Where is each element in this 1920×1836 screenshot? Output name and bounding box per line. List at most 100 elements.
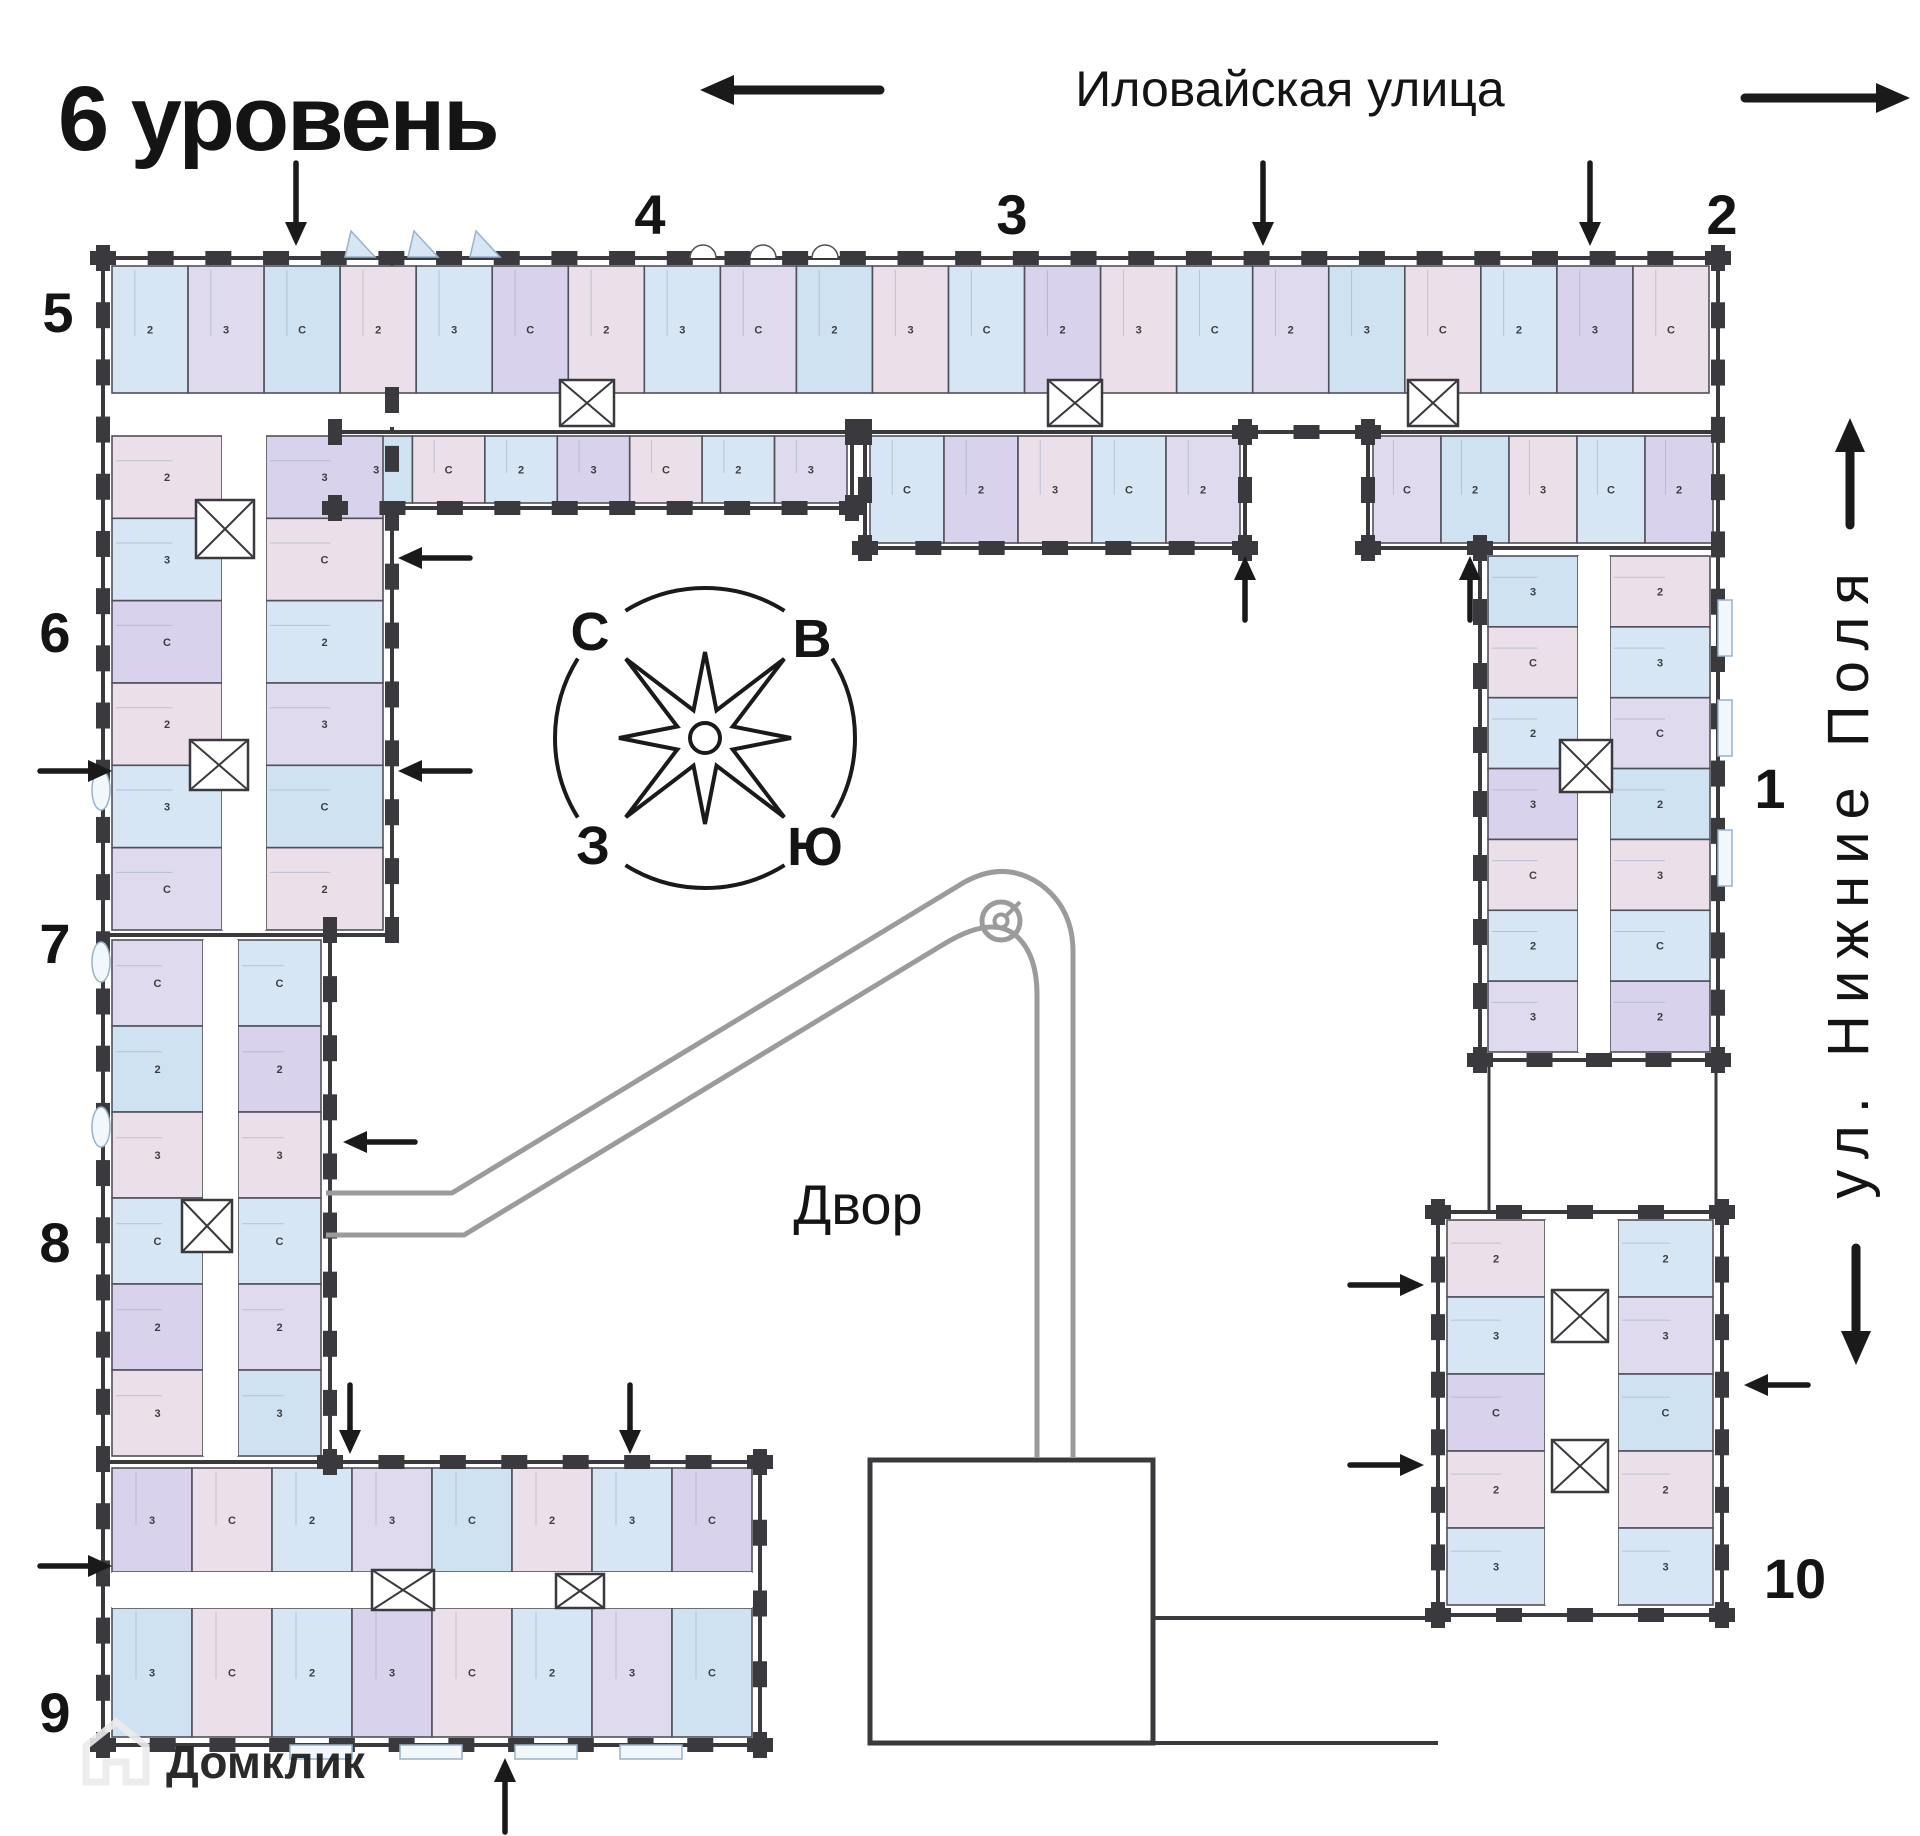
- apartment-unit: [671, 1607, 753, 1738]
- wall-pilaster: [1473, 535, 1487, 561]
- wall-pilaster: [1638, 1608, 1664, 1622]
- apartment-unit: [351, 1607, 433, 1738]
- wall-pilaster: [96, 1503, 110, 1530]
- apartment-unit: [1617, 1373, 1714, 1452]
- compass-east-label: В: [793, 609, 832, 669]
- compass-south-label: Ю: [787, 817, 843, 877]
- balcony-sail: [344, 229, 377, 258]
- unit-type-label: С: [1439, 325, 1447, 337]
- unit-type-label: 2: [154, 1322, 160, 1334]
- wall-pilaster: [328, 419, 342, 445]
- unit-type-label: С: [1529, 657, 1537, 669]
- apartment-unit: [1609, 767, 1711, 841]
- elevator-core-cross: [1559, 739, 1613, 793]
- entrance-arrow-s10-east: [1744, 1374, 1811, 1396]
- wall-pilaster: [269, 1738, 296, 1752]
- unit-type-label: 2: [1472, 485, 1478, 497]
- unit-type-label: 2: [1493, 1254, 1499, 1266]
- apartment-unit: [795, 265, 874, 394]
- wall-pilaster: [1715, 1199, 1729, 1225]
- unit-type-label: 2: [549, 1668, 555, 1680]
- unit-type-label: 3: [1136, 325, 1142, 337]
- apartment-unit: [1487, 555, 1579, 628]
- apartment-unit: [265, 764, 384, 849]
- wall-pilaster: [1105, 541, 1132, 555]
- wall-pilaster: [1473, 727, 1487, 753]
- unit-type-label: С: [445, 465, 453, 477]
- entrance-arrow-s9-2-head: [619, 1430, 641, 1454]
- wall-pilaster: [501, 1455, 528, 1469]
- entrance-arrow-west-in-1: [37, 760, 112, 782]
- wall-pilaster: [96, 1446, 110, 1473]
- compass-west-label: З: [576, 816, 610, 876]
- balcony-bay: [811, 244, 839, 259]
- unit-type-label: 2: [1516, 325, 1522, 337]
- wall-pilaster: [1705, 1053, 1731, 1067]
- entrance-arrow-west-in-2: [37, 1555, 112, 1577]
- wall-pilaster: [1711, 932, 1725, 959]
- wall-pilaster: [323, 1153, 337, 1180]
- entrance-arrow-s9-bottom-head: [494, 1758, 516, 1782]
- wall-pilaster: [385, 445, 399, 472]
- balcony-bay: [749, 244, 777, 259]
- wall-pilaster: [1232, 425, 1258, 439]
- wall-pilaster: [323, 1035, 337, 1062]
- section-label-4: 4: [634, 183, 665, 246]
- entrance-arrow-west-court-1-head: [398, 760, 422, 782]
- elevator-core-cross: [371, 1569, 435, 1611]
- apartment-unit: [111, 599, 223, 684]
- unit-type-label: 2: [147, 325, 153, 337]
- entrance-arrow-west-in-1-head: [88, 760, 112, 782]
- street-arrow-west: [700, 75, 885, 105]
- apartment-unit: [869, 435, 945, 544]
- unit-type-label: С: [1125, 485, 1133, 497]
- compass-north-label: С: [571, 602, 610, 662]
- unit-type-label: 2: [1060, 325, 1066, 337]
- unit-type-label: 3: [1493, 1562, 1499, 1574]
- wall-pilaster: [1473, 983, 1487, 1009]
- wall-pilaster: [1645, 1053, 1672, 1067]
- wall-pilaster: [1293, 425, 1320, 439]
- corridors: [112, 396, 1709, 1608]
- unit-type-label: С: [154, 978, 162, 990]
- compass-hub: [688, 721, 722, 755]
- unit-type-label: 3: [1540, 485, 1546, 497]
- unit-type-label: С: [1667, 325, 1675, 337]
- wall-pilaster: [385, 622, 399, 649]
- apartment-unit: [628, 435, 703, 504]
- ramp-outer-edge: [326, 869, 1076, 1458]
- wall-pilaster: [385, 740, 399, 767]
- apartment-unit: [111, 1369, 204, 1457]
- wall-pilaster: [1473, 791, 1487, 817]
- unit-type-label: 2: [309, 1515, 315, 1527]
- unit-type-label: С: [154, 1236, 162, 1248]
- wall-pilaster: [1711, 359, 1725, 386]
- unit-type-label: 3: [1530, 586, 1536, 598]
- balcony: [1717, 829, 1733, 887]
- ramp-pivot-center: [992, 912, 1010, 930]
- unit-type-label: 2: [1530, 728, 1536, 740]
- apartment-unit: [701, 435, 776, 504]
- wall-pilaster: [724, 251, 751, 265]
- entrance-arrow-court-up-1-head: [1234, 556, 1256, 580]
- apartment-unit: [263, 265, 341, 394]
- apartment-unit: [1609, 838, 1711, 912]
- wall-pilaster: [845, 495, 859, 521]
- entrance-arrow-top-3-head: [1579, 222, 1601, 246]
- wall-pilaster: [494, 501, 521, 515]
- street-label-top: Иловайская улица: [1075, 61, 1505, 117]
- entrance-arrow-west-court-1: [398, 760, 473, 782]
- unit-type-label: 3: [808, 465, 814, 477]
- wall-pilaster: [1431, 1256, 1445, 1283]
- wall-pilaster: [1431, 1429, 1445, 1456]
- apartment-unit: [431, 1467, 513, 1573]
- wall-pilaster: [1168, 541, 1195, 555]
- unit-type-label: С: [298, 325, 306, 337]
- wall-pilaster: [96, 245, 110, 271]
- unit-type-label: 3: [629, 1668, 635, 1680]
- entrance-arrow-s9-2: [619, 1382, 641, 1454]
- wall-pilaster: [897, 251, 924, 265]
- unit-type-label: С: [1607, 485, 1615, 497]
- balcony: [1717, 599, 1733, 657]
- elevator-core-cross: [189, 739, 249, 791]
